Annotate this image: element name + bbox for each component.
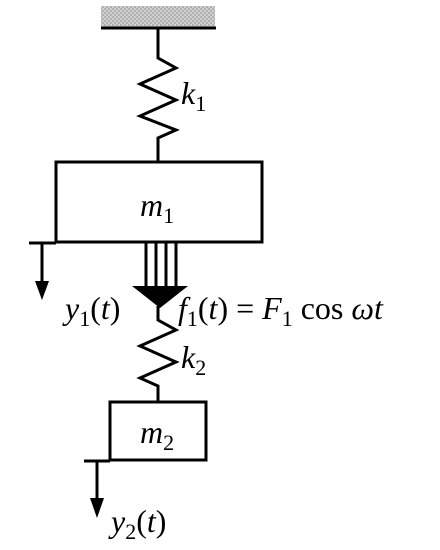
mass-m2-block	[108, 400, 208, 462]
y2-arrow-head	[90, 498, 104, 518]
k2-label: k2	[181, 339, 206, 380]
ground-hatch	[101, 6, 215, 27]
m1-label: m1	[140, 187, 174, 228]
spring-k2	[136, 306, 180, 402]
force-arrow-f1	[132, 240, 188, 308]
force-equation: f1(t) = F1 cos ωt	[178, 290, 384, 331]
spring-k1	[136, 28, 180, 162]
m2-label: m2	[140, 414, 174, 455]
y1-label: y1(t)	[62, 290, 120, 331]
y1-arrow-head	[35, 281, 49, 300]
y2-label: y2(t)	[108, 503, 166, 544]
k1-label: k1	[181, 75, 206, 116]
